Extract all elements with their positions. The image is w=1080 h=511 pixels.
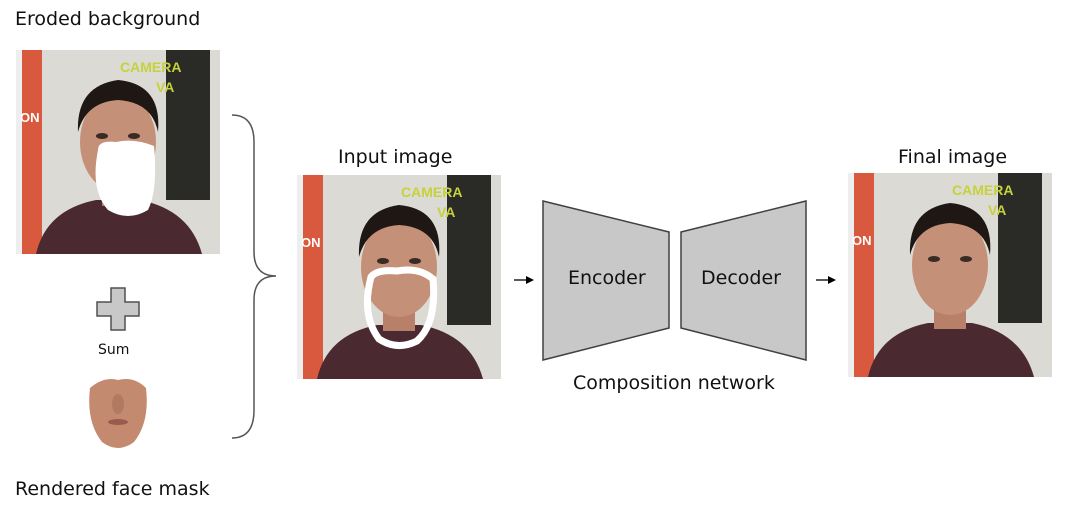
encoder-block: [542, 200, 670, 361]
rendered-face-mask-label: Rendered face mask: [15, 478, 210, 500]
eroded-background-label: Eroded background: [15, 8, 201, 30]
decoder-label: Decoder: [701, 267, 781, 289]
encoder-label: Encoder: [568, 267, 646, 289]
final-image-label: Final image: [898, 146, 1008, 168]
composition-network: [540, 198, 812, 364]
arrow-icon: [816, 274, 838, 286]
decoder-block: [680, 200, 807, 361]
rendered-face-mask-image: [84, 374, 152, 452]
input-image: [297, 175, 501, 379]
plus-icon: [95, 286, 141, 332]
composition-network-label: Composition network: [573, 372, 775, 394]
sum-label: Sum: [98, 342, 130, 358]
brace: [228, 112, 280, 442]
arrow-icon: [514, 274, 536, 286]
input-image-label: Input image: [338, 146, 453, 168]
eroded-background-image: [16, 50, 220, 254]
final-image: [848, 173, 1052, 377]
